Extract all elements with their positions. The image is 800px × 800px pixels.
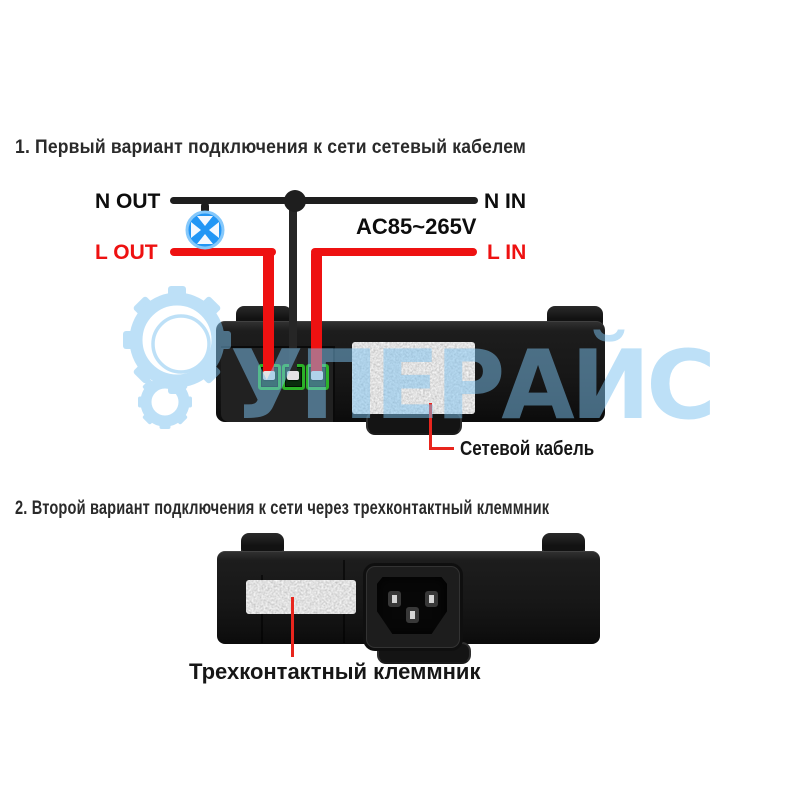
wire-tip-2 [287, 371, 299, 380]
n-in-label: N IN [484, 190, 526, 213]
neutral-wire [289, 206, 297, 374]
device1-knob-right [547, 306, 603, 324]
l-out-label: L OUT [95, 241, 158, 264]
callout1-line-vertical [429, 403, 432, 449]
junction-dot [284, 190, 306, 212]
cable-label-texture [352, 342, 475, 414]
terminal-strip-texture [246, 580, 356, 614]
load-indicator-icon [185, 210, 225, 250]
iec-pin-right [425, 591, 438, 607]
n-out-label: N OUT [95, 190, 161, 213]
wire-tip-1 [263, 371, 275, 380]
network-cable-label: Сетевой кабель [460, 438, 595, 460]
section2-title: 2. Второй вариант подключения к сети чер… [15, 497, 550, 519]
callout1-line-horizontal [429, 447, 454, 450]
section1-title: 1. Первый вариант подключения к сети сет… [15, 136, 527, 158]
l-in-label: L IN [487, 241, 527, 264]
live-wire-out [263, 251, 274, 375]
iec-pin-earth [406, 607, 419, 623]
load-stub-top [201, 202, 209, 214]
device2-knob-left [241, 533, 284, 551]
iec-pin-left [388, 591, 401, 607]
terminal-block-label: Трехконтактный клеммник [189, 659, 481, 684]
device1-bottom-tab [366, 411, 462, 435]
live-wire-in [311, 251, 322, 375]
live-in-line [311, 248, 477, 256]
live-out-line [170, 248, 276, 256]
device2-knob-right [542, 533, 585, 551]
callout2-line-vertical [291, 597, 294, 657]
wire-tip-3 [311, 371, 323, 380]
neutral-line [170, 197, 478, 204]
voltage-label: AC85~265V [356, 214, 477, 239]
